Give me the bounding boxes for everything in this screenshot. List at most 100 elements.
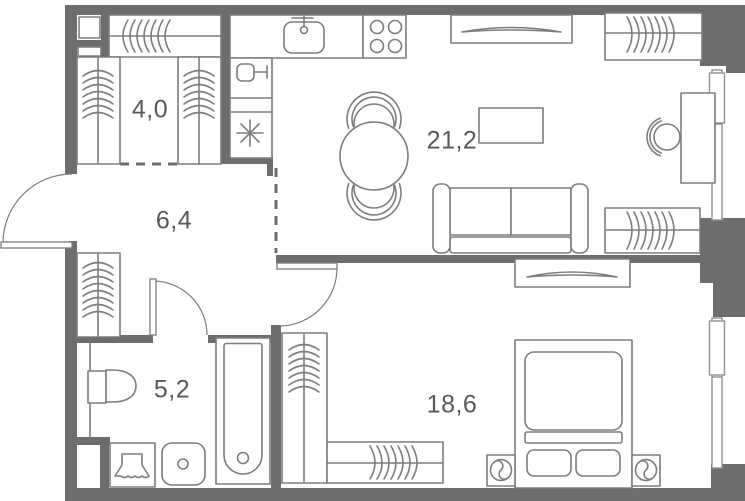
desk-chair-back <box>646 117 661 157</box>
wall-niche-top <box>77 437 110 445</box>
door-leaf <box>276 262 338 270</box>
hangers-icon <box>369 445 418 480</box>
area-label-bedroom: 18,6 <box>426 390 478 419</box>
kitchen-column <box>229 57 273 159</box>
living-room-fixtures <box>339 12 716 254</box>
mattress <box>524 351 623 431</box>
wall-living-bedroom <box>276 255 703 263</box>
hangers-icon <box>82 261 114 318</box>
bathtub-icon <box>215 337 271 485</box>
dressing-room-fixtures <box>76 14 222 165</box>
wall-shaft-bottom <box>77 40 102 47</box>
pier-mid-right <box>700 218 745 283</box>
dining-table-set <box>339 91 409 221</box>
area-label-dressing-room: 4,0 <box>131 95 169 124</box>
tv-cabinet-living <box>450 14 573 44</box>
sofa-back <box>449 236 572 254</box>
hangers-icon <box>626 211 675 250</box>
wall-top <box>65 5 745 15</box>
bedroom-fixtures <box>281 258 661 489</box>
entrance-frame-top <box>69 169 77 174</box>
pillow <box>526 449 572 477</box>
toilet-icon <box>87 369 137 404</box>
hangers-icon <box>183 69 215 119</box>
toilet-tank <box>87 370 107 404</box>
pier-mid-right-step <box>713 283 745 317</box>
toilet-bowl <box>105 369 137 403</box>
area-label-kitchen-living: 21,2 <box>426 126 478 155</box>
desk <box>680 92 716 184</box>
wall-hall-bath-left <box>77 335 153 343</box>
door-swing-arc <box>152 280 208 336</box>
kitchen-sink-icon <box>283 14 325 54</box>
wardrobe-bedroom-vertical <box>281 332 328 484</box>
door-swing-arc <box>2 173 73 244</box>
hallway-fixtures <box>76 252 121 338</box>
double-bed <box>514 339 633 489</box>
hangers-icon <box>82 69 114 119</box>
area-label-hallway: 6,4 <box>155 206 193 235</box>
stove-icon <box>362 14 407 59</box>
refrigerator-snowflake-icon <box>236 119 264 147</box>
wardrobe-hallway <box>76 252 121 338</box>
wall-bath-bedroom <box>271 325 281 488</box>
desk-and-chair <box>646 92 716 184</box>
wardrobe-bedroom-horizontal <box>326 441 444 484</box>
window-frame <box>708 320 726 376</box>
wardrobe-left <box>76 56 121 165</box>
washbasin-icon <box>161 442 206 486</box>
blanket-edge <box>524 431 623 444</box>
door-swing-arc <box>279 267 338 327</box>
sofa-armrest <box>432 183 451 254</box>
hangers-icon <box>122 19 171 53</box>
wall-kitchen-stub <box>221 155 273 164</box>
wall-niche-side <box>100 437 109 488</box>
wall-bottom <box>65 488 745 501</box>
door-leaf <box>149 278 157 336</box>
coffee-table <box>478 107 544 144</box>
bathtub-drain <box>236 451 250 465</box>
tv-icon <box>526 271 618 278</box>
window-bedroom <box>708 317 726 469</box>
wardrobe-top-right <box>604 12 703 61</box>
wardrobe-right <box>177 56 222 165</box>
bedroom-door <box>276 262 338 327</box>
bathroom-fixtures <box>87 337 271 488</box>
entrance-door <box>0 173 73 249</box>
walls <box>65 5 745 501</box>
kitchen-fixtures <box>229 14 407 159</box>
window-run <box>711 317 723 469</box>
door-leaf <box>0 241 73 249</box>
wall-shaft-side <box>101 14 109 57</box>
desk-chair-seat <box>653 123 681 151</box>
wall-dressing-kitchen <box>221 15 230 164</box>
sofa-cushion <box>449 187 512 236</box>
pier-top-right-step <box>726 60 745 73</box>
sofa <box>432 183 589 254</box>
sofa-cushion <box>510 187 572 236</box>
sofa-armrest <box>570 183 589 254</box>
shaft <box>78 16 101 39</box>
washing-machine-icon <box>109 442 156 488</box>
wardrobe-top <box>108 14 222 58</box>
pier-bottom-right <box>711 464 745 494</box>
wardrobe-living-right <box>604 207 701 254</box>
area-label-bathroom: 5,2 <box>153 375 191 404</box>
hangers-icon <box>626 16 675 53</box>
entrance-frame-bottom <box>69 241 77 246</box>
tv-icon <box>461 26 562 33</box>
wall-left-lower <box>65 244 77 494</box>
hangers-icon <box>288 343 320 393</box>
pillow <box>575 449 621 477</box>
shelf <box>77 46 102 57</box>
dining-table <box>339 121 409 191</box>
nightstand-right <box>631 454 661 487</box>
pier-top-right <box>700 5 745 66</box>
wall-left-upper <box>65 5 77 174</box>
wall-nib <box>267 164 273 176</box>
bathroom-door <box>149 278 208 336</box>
dishwasher-glass-icon <box>236 63 268 82</box>
nightstand-left <box>486 454 516 487</box>
tv-cabinet-bedroom <box>514 258 631 288</box>
